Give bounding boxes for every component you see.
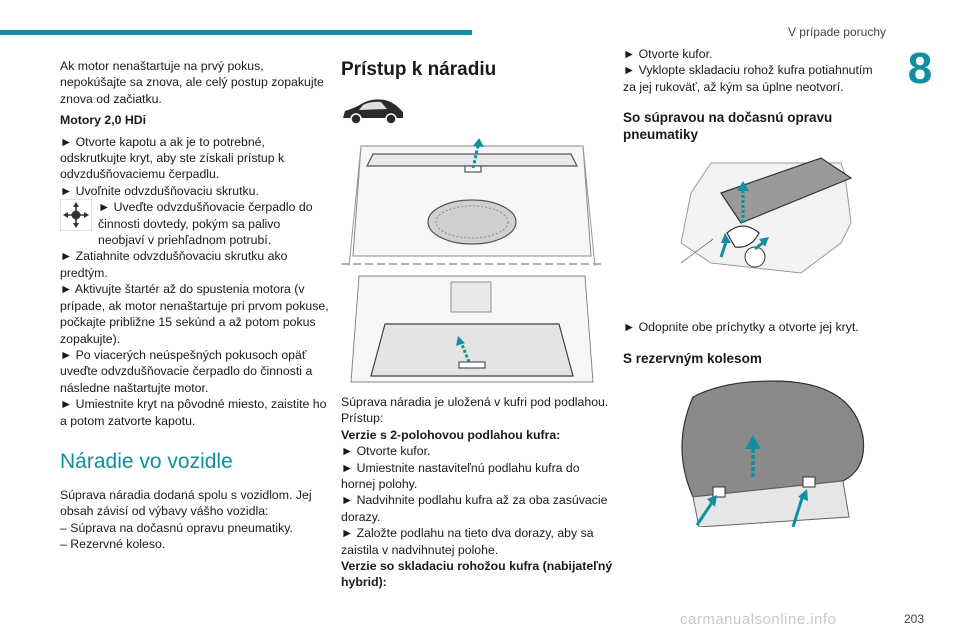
running-title: V prípade poruchy bbox=[787, 25, 886, 39]
trunk-floor-illustration bbox=[341, 136, 603, 384]
v1-step-open-trunk: ► Otvorte kufor. bbox=[341, 444, 431, 459]
tools-intro: Súprava náradia dodaná spolu s vozidlom.… bbox=[60, 487, 312, 519]
tools-list-item-spare-wheel: – Rezervné koleso. bbox=[60, 537, 166, 552]
step-loosen-screw: ► Uvoľnite odvzdušňovaciu skrutku. bbox=[60, 183, 259, 198]
step-open-hood: ► Otvorte kapotu a ak je to potrebné, od… bbox=[60, 134, 285, 182]
watermark: carmanualsonline.info bbox=[680, 611, 837, 628]
access-body-2: Prístup: bbox=[341, 411, 384, 426]
repair-kit-step-unclip: ► Odopnite obe príchytky a otvorte jej k… bbox=[623, 320, 859, 335]
variant-folding-mat: Verzie so skladaciu rohožou kufra (nabij… bbox=[341, 559, 613, 590]
v1-step-lift-floor: ► Nadvihnite podlahu kufra až za oba zas… bbox=[341, 493, 608, 524]
step-tighten-screw: ► Zatiahnite odvzdušňovaciu skrutku ako … bbox=[60, 249, 288, 280]
header-accent-bar bbox=[0, 30, 472, 35]
column-3: ► Otvorte kufor. ► Vyklopte skladaciu ro… bbox=[623, 46, 883, 527]
spare-wheel-illustration bbox=[681, 380, 865, 527]
section-title-access: Prístup k náradiu bbox=[341, 59, 497, 80]
subsection-spare-wheel: S rezervným kolesom bbox=[623, 350, 762, 366]
pump-step-row: ► Uveďte odvzdušňovacie čerpadlo do činn… bbox=[60, 199, 330, 248]
step-repeat-pump: ► Po viacerých neúspešných pokusoch opäť… bbox=[60, 347, 313, 395]
intro-paragraph: Ak motor nenaštartuje na prvý pokus, nep… bbox=[60, 59, 324, 106]
column-1: Ak motor nenaštartuje na prvý pokus, nep… bbox=[60, 58, 330, 553]
tools-list-item-repair-kit: – Súprava na dočasnú opravu pneumatiky. bbox=[60, 520, 293, 535]
mat-step-open-trunk: ► Otvorte kufor. bbox=[623, 47, 713, 61]
step-activate-pump: ► Uveďte odvzdušňovacie čerpadlo do činn… bbox=[98, 200, 313, 248]
v1-step-lock-floor: ► Založte podlahu na tieto dva dorazy, a… bbox=[341, 526, 594, 557]
step-starter: ► Aktivujte štartér až do spustenia moto… bbox=[60, 282, 329, 346]
mat-step-fold-mat: ► Vyklopte skladaciu rohož kufra potiahn… bbox=[623, 63, 873, 94]
v1-step-upper-position: ► Umiestnite nastaviteľnú podlahu kufra … bbox=[341, 460, 580, 492]
motor-heading: Motory 2,0 HDi bbox=[60, 113, 147, 128]
section-title-tools: Náradie vo vozidle bbox=[60, 449, 233, 473]
car-silhouette-icon bbox=[343, 99, 403, 125]
subsection-repair-kit: So súpravou na dočasnú opravu pneumatiky bbox=[623, 110, 833, 143]
pump-icon bbox=[60, 199, 92, 232]
page-number: 203 bbox=[903, 612, 924, 626]
column-2: Prístup k náradiu Súprava náradia je ulo… bbox=[341, 58, 613, 591]
variant-2-position-floor: Verzie s 2-polohovou podlahou kufra: bbox=[341, 427, 561, 442]
repair-kit-illustration bbox=[680, 157, 853, 274]
step-close-hood: ► Umiestnite kryt na pôvodné miesto, zai… bbox=[60, 397, 327, 428]
access-body-1: Súprava náradia je uložená v kufri pod p… bbox=[341, 395, 609, 409]
chapter-number: 8 bbox=[907, 44, 933, 93]
